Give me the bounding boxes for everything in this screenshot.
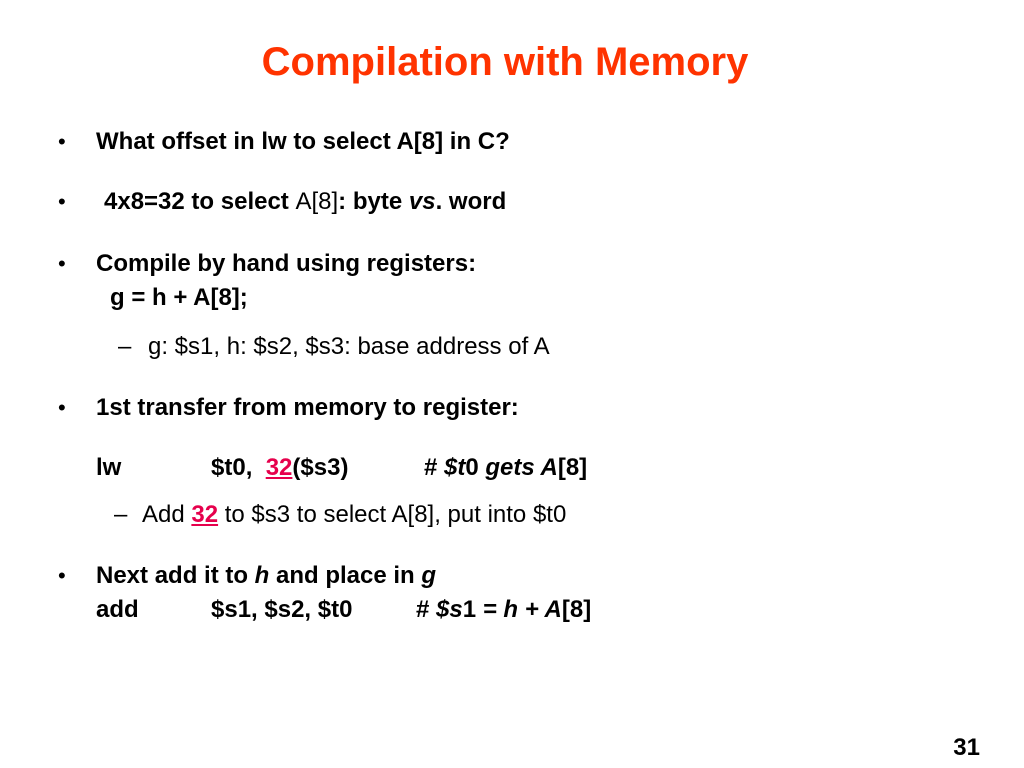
add-instruction: add $s1, $s2, $t0 # $s1 = h + A[8]: [0, 595, 1024, 625]
page-number: 31: [953, 734, 980, 761]
text-span: 4x8=32 to select: [104, 188, 296, 215]
bullet-offset-question: What offset in lw to select A[8] in C?: [96, 128, 510, 155]
bullet-compile-heading: Compile by hand using registers:: [96, 250, 477, 277]
opcode: lw: [96, 454, 122, 481]
text-span: and place in: [269, 562, 422, 589]
bullet-marker: •: [58, 563, 66, 588]
text-span: $t: [444, 454, 466, 481]
text-span: vs: [408, 188, 436, 215]
bullet-marker: •: [58, 129, 66, 154]
text-span: #: [424, 454, 445, 481]
operands: $s1, $s2, $t0: [211, 596, 353, 623]
text-span: h: [254, 562, 270, 589]
bullet-transfer-heading: 1st transfer from memory to register:: [96, 394, 519, 421]
text-span: ($s3): [292, 454, 349, 481]
text-span: 0: [465, 454, 486, 481]
code-statement: g = h + A[8];: [110, 284, 248, 311]
comment: # $t0 gets A[8]: [424, 453, 587, 483]
text-span: : byte: [338, 188, 409, 215]
sub-bullet-marker: –: [118, 333, 132, 360]
bullet-marker: •: [58, 189, 66, 214]
text-span: A[8]: [295, 188, 339, 215]
offset-highlight: 32: [265, 454, 293, 481]
lw-instruction: lw $t0, 32($s3) # $t0 gets A[8]: [0, 453, 1024, 483]
text-span: gets A: [485, 454, 558, 481]
comment: # $s1 = h + A[8]: [416, 595, 591, 625]
opcode: add: [96, 596, 139, 623]
text-span: to $s3 to select A[8], put into $t0: [218, 501, 567, 528]
text-span: 1: [462, 596, 483, 623]
sub-bullet-add-offset: Add 32 to $s3 to select A[8], put into $…: [142, 500, 566, 530]
slide-title: Compilation with Memory: [261, 40, 749, 84]
bullet-marker: •: [58, 395, 66, 420]
text-span: Add: [142, 501, 192, 528]
text-span: $t0,: [211, 454, 260, 481]
sub-bullet-register-mapping: g: $s1, h: $s2, $s3: base address of A: [148, 333, 550, 360]
text-span: g: [421, 562, 437, 589]
text-span: [8]: [561, 596, 592, 623]
sub-bullet-marker: –: [114, 501, 128, 528]
text-span: = h + A: [482, 596, 562, 623]
bullet-next-add: Next add it to h and place in g: [96, 561, 436, 591]
offset-highlight: 32: [191, 501, 219, 528]
bullet-byte-vs-word: 4x8=32 to select A[8]: byte vs. word: [104, 187, 506, 217]
bullet-marker: •: [58, 251, 66, 276]
text-span: [8]: [557, 454, 588, 481]
text-span: Next add it to: [96, 562, 255, 589]
text-span: #: [416, 596, 437, 623]
text-span: . word: [435, 188, 507, 215]
operands: $t0, 32($s3): [211, 453, 348, 483]
text-span: $s: [436, 596, 463, 623]
